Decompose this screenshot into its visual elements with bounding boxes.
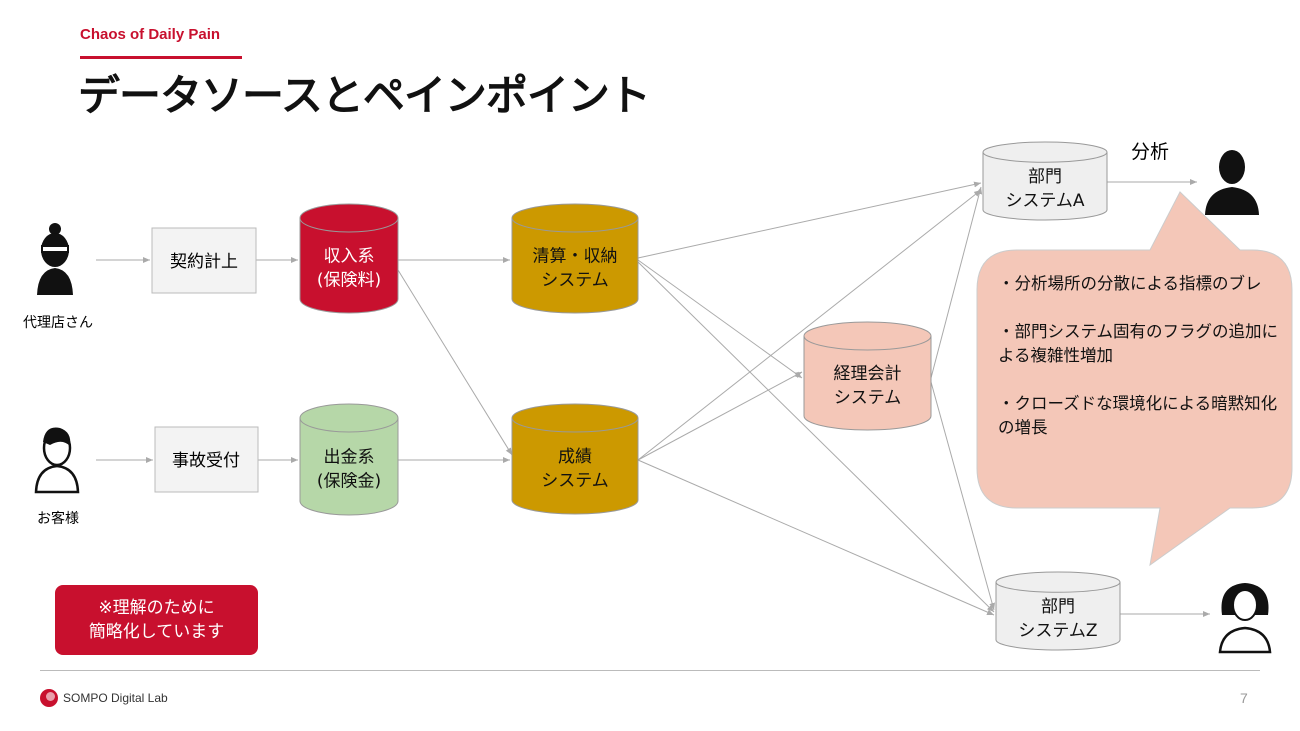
database-income: 収入系 (保険料) (299, 203, 399, 314)
database-label: 清算・収納 (533, 247, 618, 267)
analysis-label: 分析 (1131, 141, 1169, 163)
database-payout: 出金系 (保険金) (299, 403, 399, 516)
cylinder-rim (982, 152, 1108, 163)
database-label: (保険料) (317, 271, 381, 291)
logo-mark-icon (40, 689, 58, 707)
dept-user-person-icon (1218, 583, 1272, 654)
database-label: 経理会計 (834, 364, 902, 384)
customer-label: お客様 (37, 510, 79, 527)
brand-name: SOMPO Digital Lab (63, 691, 168, 705)
cylinder-body (299, 203, 399, 314)
callout-item: ・クローズドな環境化による暗黙知化の増長 (998, 394, 1278, 437)
page-number: 7 (1240, 690, 1248, 706)
callout-item: ・部門システム固有のフラグの追加による複雑性増加 (998, 322, 1279, 365)
connectors (96, 179, 1210, 617)
database-label: システムZ (1018, 621, 1097, 641)
database-label: (保険金) (317, 472, 381, 492)
cylinder-rim (299, 217, 399, 233)
database-label: 収入系 (324, 247, 375, 267)
cylinder-body (982, 141, 1108, 221)
cylinder-body (995, 571, 1121, 651)
note-line2: 簡略化しています (88, 622, 225, 642)
cylinder-rim (995, 582, 1121, 593)
cylinder-rim (511, 217, 639, 233)
cylinder-rim (299, 417, 399, 433)
agent-label: 代理店さん (23, 315, 93, 331)
footer-divider (40, 670, 1260, 671)
cylinder-rim (511, 417, 639, 433)
database-label: 部門 (1041, 597, 1075, 617)
process-accident-box (154, 426, 259, 493)
analyst-person-icon (1205, 150, 1259, 215)
database-label: システム (541, 271, 609, 291)
cylinder-body (511, 403, 639, 515)
database-label: システム (541, 471, 609, 491)
process-contract-label: 契約計上 (170, 252, 238, 272)
cylinder-body (299, 403, 399, 516)
callout-item: ・分析場所の分散による指標のブレ (998, 274, 1262, 293)
database-label: 成績 (558, 447, 592, 467)
cylinder-body (803, 321, 932, 431)
subtitle-underline (80, 56, 242, 59)
process-accident-label: 事故受付 (172, 451, 240, 471)
slide-title: データソースとペインポイント (78, 71, 651, 120)
database-label: システムA (1005, 191, 1084, 211)
cylinder-rim (803, 335, 932, 351)
callout-bubble (976, 191, 1293, 567)
customer-person-icon (34, 427, 80, 494)
cylinder-body (511, 203, 639, 314)
agent-person-icon (37, 223, 73, 295)
brand-logo: SOMPO Digital Lab (40, 689, 168, 707)
callout-text: ・分析場所の分散による指標のブレ ・部門システム固有のフラグの追加による複雑性増… (998, 272, 1278, 464)
simplification-note: ※理解のために 簡略化しています (55, 585, 258, 655)
database-label: 部門 (1028, 167, 1062, 187)
note-line1: ※理解のために (98, 598, 215, 618)
database-label: システム (834, 388, 902, 408)
database-label: 出金系 (324, 448, 375, 468)
slide-subtitle: Chaos of Daily Pain (80, 26, 221, 43)
process-contract-box (151, 227, 257, 294)
